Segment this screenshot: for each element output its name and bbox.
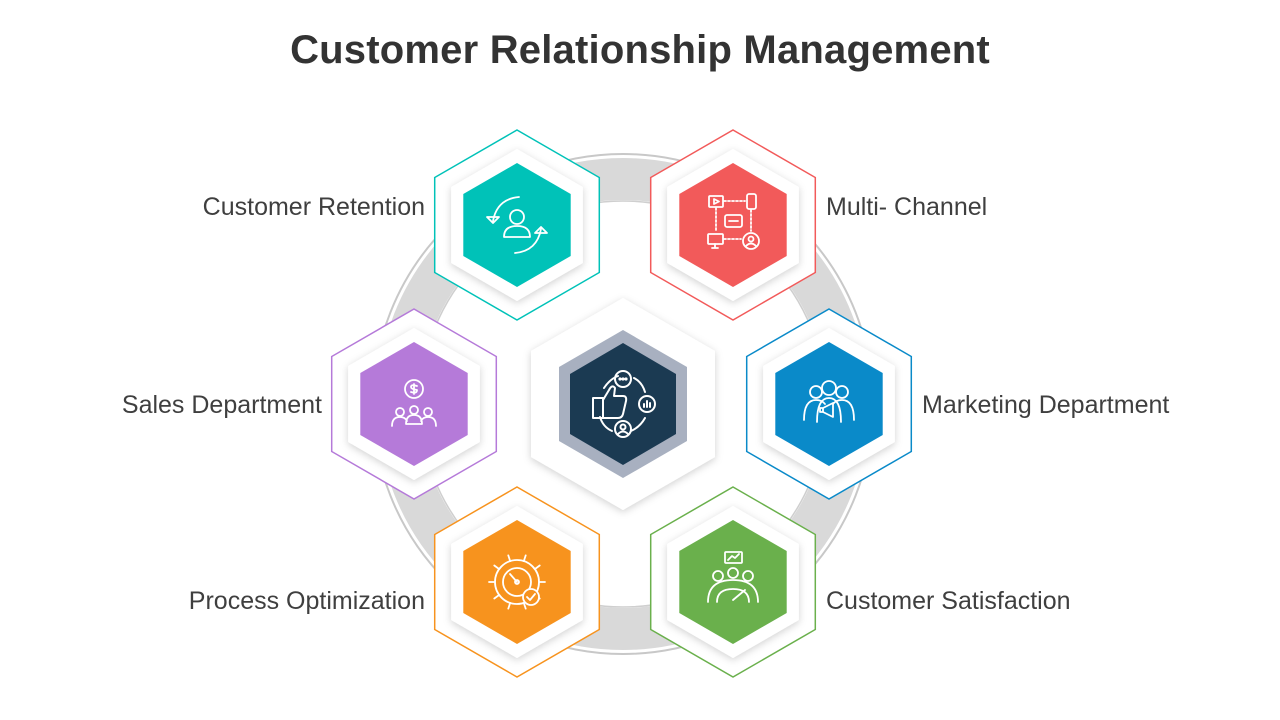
hexagon-fill (679, 520, 787, 644)
center-hexagon (531, 298, 715, 510)
label-sales-department: Sales Department (121, 391, 322, 419)
gear-gauge-icon (488, 554, 546, 610)
crm-feedback-icon (592, 370, 656, 438)
satisfaction-meter-icon (707, 551, 759, 603)
hexagon-fill (679, 163, 787, 287)
label-customer-satisfaction: Customer Satisfaction (826, 587, 1071, 615)
hexagon-node-3 (330, 308, 498, 500)
label-marketing-department: Marketing Department (922, 391, 1170, 419)
hexagon-fill (360, 342, 468, 466)
hexagon-node-2 (649, 129, 817, 321)
hexagon-node-4 (745, 308, 913, 500)
marketing-team-icon (803, 380, 855, 423)
label-process-optimization: Process Optimization (188, 587, 425, 615)
label-multi-channel: Multi- Channel (826, 193, 988, 221)
multi-channel-icon (707, 193, 760, 250)
hexagon-fill (463, 163, 571, 287)
sales-team-icon (391, 379, 437, 427)
page-title: Customer Relationship Management (290, 28, 990, 72)
label-customer-retention: Customer Retention (202, 193, 425, 221)
customer-retention-icon (486, 196, 548, 254)
hexagon-node-1 (433, 129, 601, 321)
hexagon-node-6 (649, 486, 817, 678)
hexagon-node-5 (433, 486, 601, 678)
